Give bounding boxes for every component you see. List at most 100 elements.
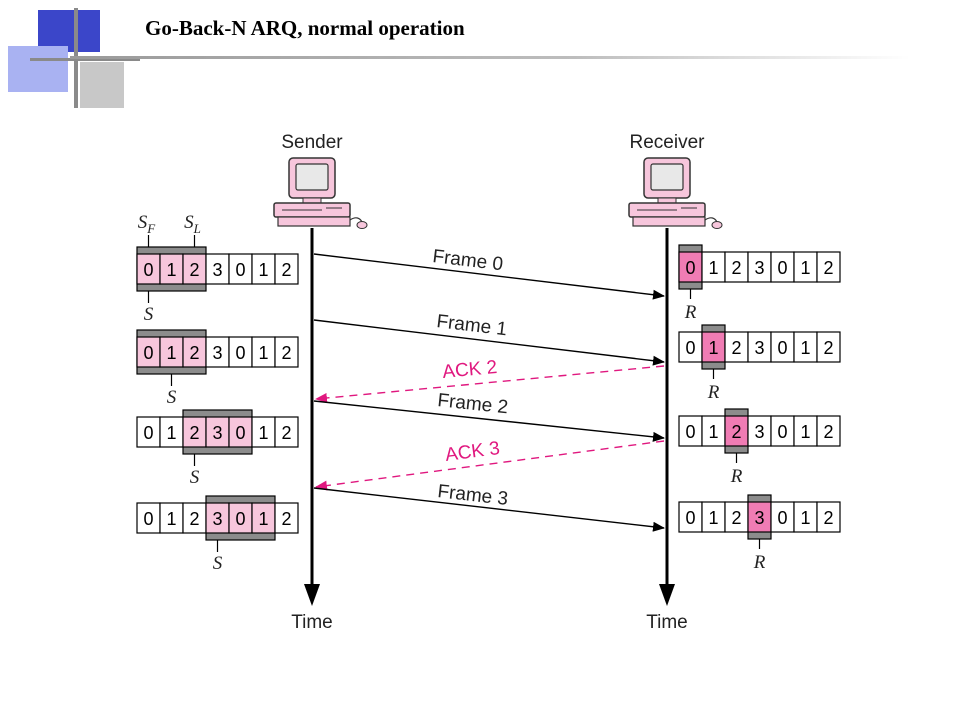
receiver-row-2-cell-6 bbox=[816, 415, 841, 447]
receiver-r-label-3: R bbox=[753, 552, 766, 573]
sender-row-1-cell-label-6: 2 bbox=[281, 343, 291, 363]
sender-computer-icon bbox=[273, 157, 368, 230]
frame-0-arrow bbox=[313, 253, 665, 300]
receiver-time-label: Time bbox=[646, 612, 688, 633]
receiver-row-1-cell-label-6: 2 bbox=[823, 338, 833, 358]
receiver-row-1-cell-label-0: 0 bbox=[685, 338, 695, 358]
frame-2-arrow bbox=[313, 400, 665, 442]
sender-row-3-cell-label-4: 0 bbox=[235, 509, 245, 529]
sender-row-0-cell-label-3: 3 bbox=[212, 260, 222, 280]
receiver-row-2-cell-label-2: 2 bbox=[731, 422, 741, 442]
sender-time-label: Time bbox=[291, 612, 333, 633]
receiver-computer-icon bbox=[628, 157, 723, 230]
sender-row-0-cell-label-4: 0 bbox=[235, 260, 245, 280]
sender-row-1-cell-6 bbox=[274, 336, 299, 368]
sender-row-2-cell-label-6: 2 bbox=[281, 423, 291, 443]
sender-row-1-cell-label-4: 0 bbox=[235, 343, 245, 363]
receiver-row-3-cell-label-5: 1 bbox=[800, 508, 810, 528]
sender-row-2-cell-label-4: 0 bbox=[235, 423, 245, 443]
receiver-row-0-cell-label-0: 0 bbox=[685, 258, 695, 278]
sl-label: SL bbox=[184, 212, 201, 236]
receiver-label: Receiver bbox=[630, 132, 706, 153]
sender-row-3-cell-label-2: 2 bbox=[189, 509, 199, 529]
sender-row-0-cell-label-1: 1 bbox=[166, 260, 176, 280]
receiver-row-1-cell-label-1: 1 bbox=[708, 338, 718, 358]
sender-row-3-cell-label-3: 3 bbox=[212, 509, 222, 529]
sender-row-1-cell-label-2: 2 bbox=[189, 343, 199, 363]
sender-s-label-2: S bbox=[190, 467, 200, 488]
frame-2-label: Frame 2 bbox=[436, 390, 509, 418]
frame-3-label: Frame 3 bbox=[436, 481, 509, 510]
receiver-row-3-cell-label-2: 2 bbox=[731, 508, 741, 528]
sender-row-2-cell-label-3: 3 bbox=[212, 423, 222, 443]
receiver-row-2-cell-label-4: 0 bbox=[777, 422, 787, 442]
receiver-row-1-cell-label-4: 0 bbox=[777, 338, 787, 358]
sender-row-0-cell-6 bbox=[274, 253, 299, 285]
sender-row-3-cell-label-1: 1 bbox=[166, 509, 176, 529]
receiver-row-0-cell-6 bbox=[816, 251, 841, 283]
receiver-row-1-cell-label-2: 2 bbox=[731, 338, 741, 358]
sf-label: SF bbox=[138, 212, 157, 236]
title-underline bbox=[70, 56, 910, 59]
sender-row-3-cell-label-6: 2 bbox=[281, 509, 291, 529]
sender-row-2-cell-6 bbox=[274, 416, 299, 448]
sender-s-label-0: S bbox=[144, 304, 154, 325]
sender-row-2-cell-label-5: 1 bbox=[258, 423, 268, 443]
sender-row-1-cell-label-3: 3 bbox=[212, 343, 222, 363]
frame-0-label: Frame 0 bbox=[431, 246, 504, 275]
receiver-row-0-cell-label-4: 0 bbox=[777, 258, 787, 278]
receiver-row-0-cell-label-5: 1 bbox=[800, 258, 810, 278]
receiver-row-1-cell-6 bbox=[816, 331, 841, 363]
sender-time-arrowhead bbox=[304, 584, 320, 606]
ack-2-arrow bbox=[315, 365, 665, 403]
sender-label: Sender bbox=[281, 132, 343, 153]
sender-row-3-cell-6 bbox=[274, 502, 299, 534]
receiver-time-arrowhead bbox=[659, 584, 675, 606]
ack-3-arrow bbox=[315, 440, 665, 491]
frame-1-arrow bbox=[313, 319, 665, 366]
receiver-row-2-cell-label-5: 1 bbox=[800, 422, 810, 442]
sender-row-2-cell-label-2: 2 bbox=[189, 423, 199, 443]
deco-horizontal-line bbox=[30, 58, 140, 61]
sender-row-2-cell-label-0: 0 bbox=[143, 423, 153, 443]
receiver-row-3-cell-6 bbox=[816, 501, 841, 533]
receiver-r-label-2: R bbox=[730, 466, 743, 487]
sender-row-3-cell-label-0: 0 bbox=[143, 509, 153, 529]
receiver-row-3-cell-label-3: 3 bbox=[754, 508, 764, 528]
receiver-row-3-cell-label-0: 0 bbox=[685, 508, 695, 528]
receiver-r-label-0: R bbox=[684, 302, 697, 323]
sender-row-0-cell-label-6: 2 bbox=[281, 260, 291, 280]
receiver-row-1-cell-label-5: 1 bbox=[800, 338, 810, 358]
sender-row-2-cell-label-1: 1 bbox=[166, 423, 176, 443]
slide-title: Go-Back-N ARQ, normal operation bbox=[145, 16, 465, 40]
receiver-row-3-cell-label-6: 2 bbox=[823, 508, 833, 528]
sender-row-0-cell-label-2: 2 bbox=[189, 260, 199, 280]
receiver-row-0-cell-label-1: 1 bbox=[708, 258, 718, 278]
deco-lightblue-block bbox=[8, 46, 68, 92]
sender-s-label-1: S bbox=[167, 387, 177, 408]
sender-row-0-cell-label-0: 0 bbox=[143, 260, 153, 280]
ack-3-label: ACK 3 bbox=[444, 438, 501, 466]
receiver-row-3-cell-label-1: 1 bbox=[708, 508, 718, 528]
receiver-row-1-cell-label-3: 3 bbox=[754, 338, 764, 358]
sender-row-1-cell-label-1: 1 bbox=[166, 343, 176, 363]
receiver-row-3-cell-label-4: 0 bbox=[777, 508, 787, 528]
sender-row-3-cell-label-5: 1 bbox=[258, 509, 268, 529]
receiver-row-0-cell-label-3: 3 bbox=[754, 258, 764, 278]
sender-row-1-cell-label-5: 1 bbox=[258, 343, 268, 363]
sender-row-1-cell-label-0: 0 bbox=[143, 343, 153, 363]
receiver-row-2-cell-label-6: 2 bbox=[823, 422, 833, 442]
receiver-r-label-1: R bbox=[707, 382, 720, 403]
receiver-row-2-cell-label-0: 0 bbox=[685, 422, 695, 442]
